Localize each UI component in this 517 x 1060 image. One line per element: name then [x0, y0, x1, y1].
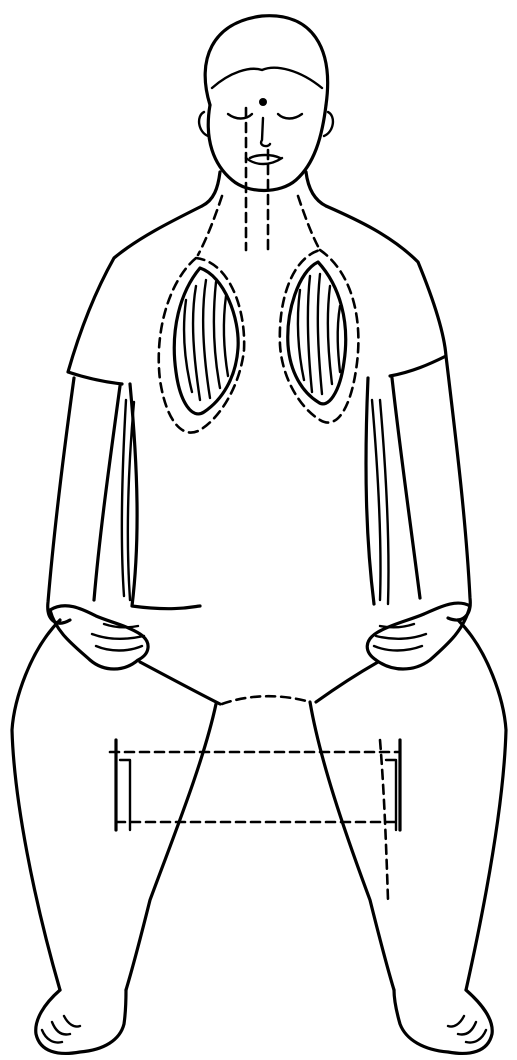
right-hand: [367, 603, 470, 669]
left-hand: [50, 606, 148, 669]
nose-mouth: [246, 118, 282, 164]
closed-eyes: [228, 98, 302, 119]
left-foot: [36, 990, 126, 1053]
legs: [12, 620, 506, 990]
left-lung: [159, 258, 244, 433]
right-arm: [372, 356, 470, 620]
airway: [198, 108, 320, 255]
right-lung: [280, 250, 359, 423]
left-arm: [48, 378, 134, 623]
chair: [110, 740, 400, 900]
right-foot: [394, 990, 492, 1053]
